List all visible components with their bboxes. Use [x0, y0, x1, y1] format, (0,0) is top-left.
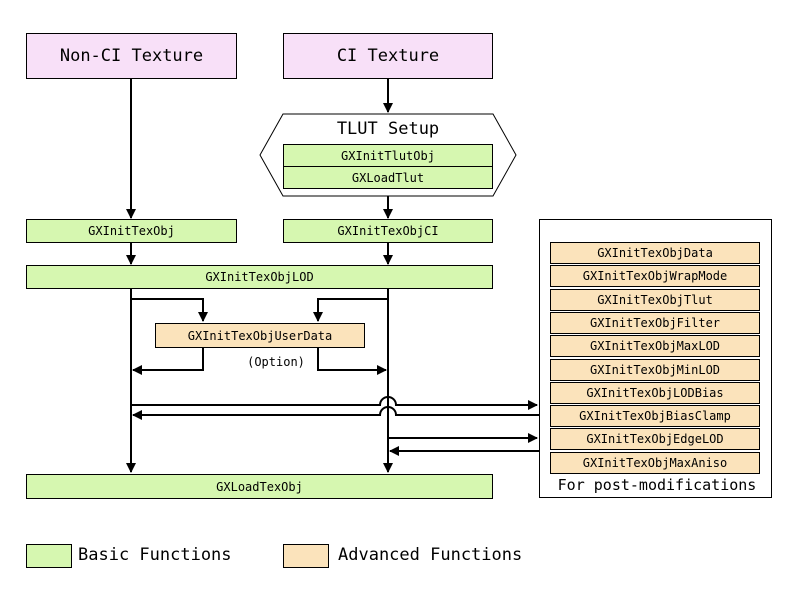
post-mod-item: GXInitTexObjMinLOD — [550, 359, 760, 381]
ci-texture-box: CI Texture — [283, 33, 493, 79]
gx-init-tex-obj-user-data-box: GXInitTexObjUserData — [155, 323, 365, 348]
post-mod-item: GXInitTexObjEdgeLOD — [550, 428, 760, 450]
legend-basic-swatch — [26, 544, 72, 568]
gx-init-tex-obj-ci-box: GXInitTexObjCI — [283, 219, 493, 243]
tlut-setup-label: TLUT Setup — [336, 119, 440, 139]
arrow-right-to-userdata — [313, 298, 388, 322]
post-mod-item: GXInitTexObjMaxLOD — [550, 335, 760, 357]
gx-init-tlut-obj-box: GXInitTlutObj — [283, 144, 493, 167]
arrow-userdata-to-left — [132, 348, 204, 375]
post-modifications-caption: For post-modifications — [557, 476, 757, 494]
post-mod-item: GXInitTexObjData — [550, 242, 760, 264]
post-mod-item: GXInitTexObjMaxAniso — [550, 452, 760, 474]
arrow-left-to-userdata — [131, 298, 208, 322]
arrow-left-to-postmod — [131, 396, 538, 410]
non-ci-texture-box: Non-CI Texture — [26, 33, 237, 79]
post-mod-item: GXInitTexObjLODBias — [550, 382, 760, 404]
post-mod-item: GXInitTexObjTlut — [550, 289, 760, 311]
arrow-postmod-to-left — [132, 406, 539, 420]
arrow-userdata-to-right — [317, 348, 387, 375]
post-mod-item: GXInitTexObjWrapMode — [550, 265, 760, 287]
gx-init-tex-obj-box: GXInitTexObj — [26, 219, 237, 243]
post-mod-item: GXInitTexObjFilter — [550, 312, 760, 334]
post-mod-item: GXInitTexObjBiasClamp — [550, 405, 760, 427]
legend-basic-label: Basic Functions — [78, 545, 232, 565]
gx-load-tlut-box: GXLoadTlut — [283, 166, 493, 189]
legend-advanced-label: Advanced Functions — [338, 545, 523, 565]
legend-advanced-swatch — [283, 544, 329, 568]
gx-init-tex-obj-lod-box: GXInitTexObjLOD — [26, 265, 493, 289]
gx-load-tex-obj-box: GXLoadTexObj — [26, 474, 493, 499]
option-label: (Option) — [247, 355, 305, 369]
